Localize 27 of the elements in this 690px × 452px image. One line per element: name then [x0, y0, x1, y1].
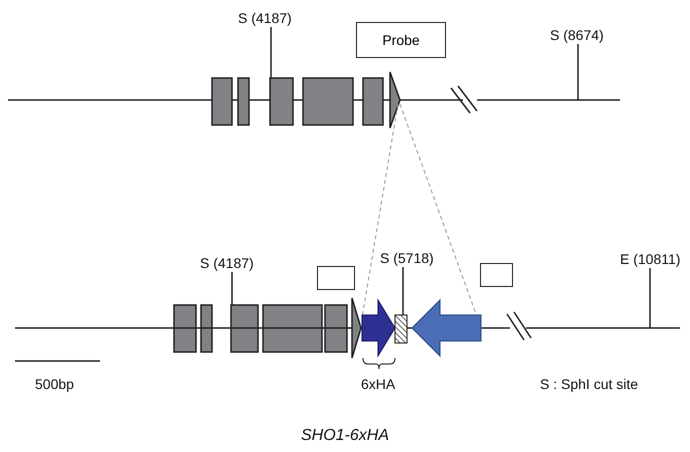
leader-line — [231, 272, 233, 305]
exon-block — [200, 304, 213, 353]
leader-line — [649, 268, 651, 328]
exon-block — [362, 77, 384, 126]
exon-block — [269, 77, 294, 126]
tag-label: 6xHA — [361, 376, 396, 392]
site-label: S (8674) — [550, 27, 604, 43]
exon-block — [302, 77, 354, 126]
empty-box — [480, 263, 513, 287]
probe-label-box: Probe — [356, 22, 446, 58]
site-label: S (4187) — [200, 255, 254, 271]
site-label: S (4187) — [238, 10, 292, 26]
leader-line — [270, 27, 272, 78]
exon-block — [237, 77, 250, 126]
exon-block — [173, 304, 197, 353]
exon-block — [262, 304, 323, 353]
site-label: E (10811) — [620, 251, 680, 267]
caption: SHO1-6xHA — [300, 428, 390, 444]
site-label: S (5718) — [380, 250, 434, 266]
exon-block — [230, 304, 259, 353]
legend-note: S : SphI cut site — [540, 376, 638, 392]
exon-block — [211, 77, 233, 126]
leader-line — [577, 44, 579, 100]
leader-line — [402, 267, 404, 315]
empty-box — [317, 266, 355, 290]
exon-block — [324, 304, 348, 353]
scale-label: 500bp — [35, 376, 74, 392]
